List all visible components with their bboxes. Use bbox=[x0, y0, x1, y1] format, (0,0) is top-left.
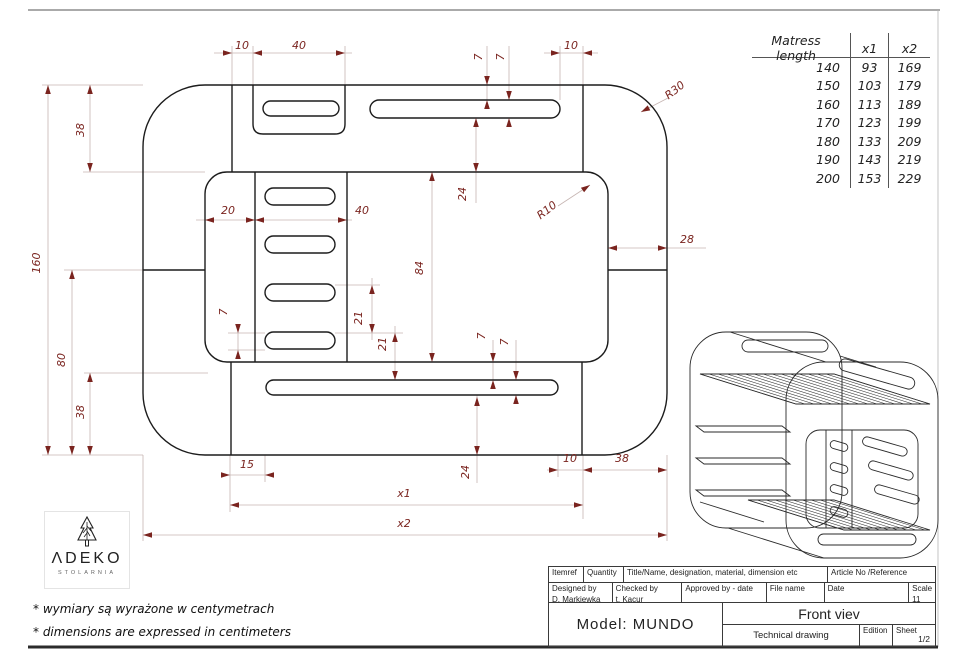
dim-label: 40 bbox=[292, 39, 306, 52]
sheet-value: 1/2 bbox=[918, 634, 930, 644]
radius-label: R30 bbox=[662, 78, 687, 102]
dim-label: 38 bbox=[74, 123, 87, 137]
dim-label: 20 bbox=[221, 204, 235, 217]
connector-edges bbox=[699, 331, 877, 559]
dim-label: 80 bbox=[55, 353, 68, 367]
dim-label: 24 bbox=[456, 187, 469, 201]
titleblock-article: Article No /Reference bbox=[828, 567, 935, 583]
top-mattress-slats bbox=[699, 373, 931, 405]
logo-wordmark: ΛDEKO bbox=[51, 550, 123, 567]
table-row: 160 113 189 bbox=[752, 95, 930, 114]
far-wall-slot-2 bbox=[868, 460, 914, 481]
dim-label: 24 bbox=[459, 465, 472, 479]
table-row: 150 103 179 bbox=[752, 76, 930, 95]
ladder-slot-2 bbox=[264, 235, 336, 254]
titleblock-checked-by: Checked by t. Kacur bbox=[612, 583, 683, 603]
ladder-slot-3 bbox=[264, 283, 336, 302]
dim-label: 28 bbox=[680, 233, 694, 246]
table-header-row: Matress length x1 x2 bbox=[752, 33, 930, 63]
dimension-notes: * wymiary są wyrażone w centymetrach * d… bbox=[33, 598, 291, 644]
table-row: 180 133 209 bbox=[752, 132, 930, 151]
ladder-step-slot bbox=[829, 484, 849, 496]
dim-label: 15 bbox=[240, 458, 254, 471]
front-panel-opening bbox=[805, 429, 919, 529]
col-header-x2: x2 bbox=[888, 33, 930, 63]
pine-tree-icon bbox=[77, 516, 97, 547]
table-row: 200 153 229 bbox=[752, 169, 930, 188]
dim-label: 40 bbox=[355, 204, 369, 217]
note-line-en: * dimensions are expressed in centimeter… bbox=[33, 625, 291, 639]
titleblock-quantity: Quantity bbox=[584, 567, 624, 583]
titleblock-date: Date bbox=[824, 583, 910, 603]
dim-label: 38 bbox=[615, 452, 629, 465]
ladder-slot-4 bbox=[264, 331, 336, 350]
ladder-slot-1 bbox=[264, 187, 336, 206]
ladder-step-slot bbox=[829, 462, 849, 474]
front-guardrail-slot bbox=[838, 358, 916, 390]
bottom-front-slot bbox=[817, 533, 917, 546]
dim-label: 7 bbox=[498, 339, 511, 346]
view-name: Front viev bbox=[723, 603, 935, 625]
sheet-number: Sheet 1/2 bbox=[896, 626, 930, 644]
isometric-bed-sketch bbox=[689, 331, 939, 559]
panel-joint-lines bbox=[143, 85, 667, 455]
dim-label: 7 bbox=[217, 309, 230, 316]
titleblock-title-name: Title/Name, designation, material, dimen… bbox=[624, 567, 828, 583]
scale-value: 11 bbox=[912, 595, 921, 603]
table-row: 140 93 169 bbox=[752, 58, 930, 77]
drawing-type: Technical drawing bbox=[723, 625, 860, 646]
dim-label: 21 bbox=[376, 337, 389, 351]
note-line-pl: * wymiary są wyrażone w centymetrach bbox=[33, 602, 275, 616]
table-row: 170 123 199 bbox=[752, 113, 930, 132]
bottom-mattress-slats bbox=[747, 499, 926, 531]
front-side-panel bbox=[785, 361, 939, 559]
titleblock-itemref: Itemref bbox=[549, 567, 584, 583]
dim-label: 10 bbox=[564, 39, 578, 52]
ladder-uprights bbox=[825, 430, 853, 528]
top-mattress-outline bbox=[699, 373, 931, 405]
far-wall-slot-3 bbox=[874, 484, 920, 505]
far-wall-slot-1 bbox=[862, 436, 908, 457]
designed-by-value: D. Markiewka bbox=[552, 595, 601, 603]
dim-label: 38 bbox=[74, 405, 87, 419]
titleblock-scale: Scale 11 bbox=[909, 583, 935, 603]
dim-label: 84 bbox=[413, 261, 426, 275]
dim-label: 21 bbox=[352, 311, 365, 325]
title-block: Itemref Quantity Title/Name, designation… bbox=[548, 566, 936, 647]
edition: Edition bbox=[860, 625, 893, 646]
dim-label-x1: x1 bbox=[396, 487, 411, 500]
ladder-step-slot bbox=[829, 440, 849, 452]
guardrail-step bbox=[252, 85, 346, 135]
upper-bunk-opening bbox=[204, 171, 609, 363]
titleblock-approved-by: Approved by - date bbox=[682, 583, 767, 603]
dim-label: 7 bbox=[472, 54, 485, 61]
outer-side-panel-outline bbox=[142, 84, 668, 456]
titleblock-file-name: File name bbox=[766, 583, 825, 603]
table-row: 190 143 219 bbox=[752, 150, 930, 169]
logo-subtitle: STOLARNIA bbox=[57, 570, 117, 576]
radius-label: R10 bbox=[534, 198, 559, 222]
adeko-logo: ΛDEKO STOLARNIA bbox=[44, 511, 130, 589]
back-guardrail-slot bbox=[741, 339, 829, 353]
dim-label: 160 bbox=[30, 253, 43, 274]
checked-by-value: t. Kacur bbox=[615, 595, 644, 603]
dim-label: 10 bbox=[235, 39, 249, 52]
top-long-handle-slot bbox=[369, 99, 561, 119]
top-short-handle-slot bbox=[262, 100, 340, 117]
bottom-long-handle-slot bbox=[265, 379, 559, 396]
dim-label: 7 bbox=[475, 333, 488, 340]
dim-label-x2: x2 bbox=[396, 517, 411, 530]
dim-label: 10 bbox=[563, 452, 577, 465]
titleblock-designed-by: Designed by D. Markiewka bbox=[549, 583, 613, 603]
col-header-matress-length: Matress length bbox=[771, 33, 821, 63]
model-name: Model: MUNDO bbox=[549, 603, 723, 646]
dim-label: 7 bbox=[494, 54, 507, 61]
shelf-planks bbox=[694, 425, 792, 497]
col-header-x1: x1 bbox=[850, 33, 888, 63]
mattress-length-table: Matress length x1 x2 140 93 169 150 103 … bbox=[752, 33, 930, 188]
